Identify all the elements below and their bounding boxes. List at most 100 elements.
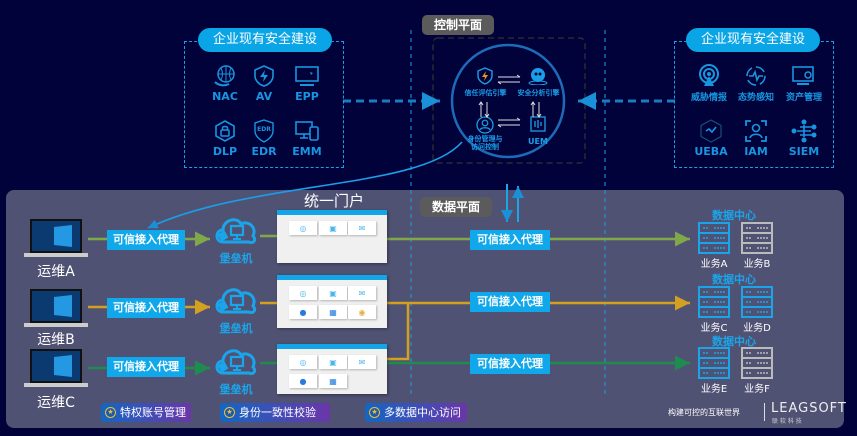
pulse-icon <box>746 66 766 86</box>
feature-identity-consistency: ★ 身份一致性校验 <box>220 403 330 422</box>
right-security-title: 企业现有安全建设 <box>686 28 820 52</box>
devices-icon <box>295 121 319 141</box>
app-tile-ie[interactable]: ◎ <box>289 355 317 369</box>
server-label: 业务F <box>744 384 770 395</box>
server-0 <box>698 222 730 258</box>
uem-icon <box>530 116 546 132</box>
app-tile-mail[interactable]: ✉ <box>348 355 376 369</box>
tool-label: NAC <box>212 90 238 103</box>
operator-row-a <box>24 217 88 263</box>
tool-label: EMM <box>292 145 322 158</box>
feature-multi-datacenter: ★多数据中心访问 <box>365 403 467 422</box>
star-icon: ★ <box>369 407 380 418</box>
server-label: 业务E <box>700 384 728 395</box>
operator-label-c: 运维C <box>37 395 75 411</box>
tool-label: SIEM <box>788 145 820 158</box>
identity-access-label: 身份管理与 访问控制 <box>460 135 510 151</box>
app-tile-grid[interactable]: ▦ <box>319 305 347 319</box>
app-tile-outlook[interactable]: ▣ <box>319 286 347 300</box>
datacenter-title-3: 数据中心 <box>712 335 756 348</box>
feature-privileged-account: ★特权账号管理 <box>101 403 191 422</box>
operator-row-b <box>24 287 88 333</box>
app-tile-outlook[interactable]: ▣ <box>319 221 347 235</box>
dp-proxy-a: 可信接入代理 <box>470 230 550 250</box>
control-to-proxy-curve <box>147 141 463 229</box>
star-icon: ★ <box>224 407 235 418</box>
identity-access <box>470 116 500 138</box>
bastion-host-c <box>213 343 259 383</box>
app-tile-mail[interactable]: ✉ <box>348 286 376 300</box>
server-2 <box>698 286 730 322</box>
user-circle-icon <box>476 116 494 134</box>
analysis-engine <box>523 67 553 89</box>
tool-dlp: DLP <box>202 119 248 158</box>
app-tile-cloud[interactable]: ● <box>289 374 317 388</box>
operator-label-b: 运维B <box>37 332 75 348</box>
tool-edr: EDR EDR <box>241 119 287 158</box>
identity-label-line2: 访问控制 <box>471 143 499 151</box>
laptop-icon <box>24 349 88 387</box>
trust-engine-label: 信任评估引擎 <box>464 89 507 97</box>
cloud-monitor-icon <box>215 349 257 375</box>
app-tile-ie[interactable]: ◎ <box>289 286 317 300</box>
tool-label: EPP <box>295 90 319 103</box>
app-tile-ie[interactable]: ◎ <box>289 221 317 235</box>
server-rack-icon <box>698 286 730 318</box>
globe-hand-icon <box>214 65 235 87</box>
brand-logo: LEAGSOFT <box>771 401 847 416</box>
server-rack-icon <box>698 347 730 379</box>
brand-cn: 联 软 科 技 <box>772 418 802 425</box>
app-tile-badge[interactable]: ◉ <box>348 305 376 319</box>
lock-hexagon-icon <box>215 120 235 142</box>
server-5 <box>741 347 773 383</box>
server-rack-icon <box>741 286 773 318</box>
control-ring <box>450 43 566 159</box>
tool-nac: NAC <box>202 64 248 103</box>
bastion-label-b: 堡垒机 <box>219 322 253 335</box>
tool-label: IAM <box>744 145 768 158</box>
server-label: 业务A <box>700 259 728 270</box>
app-tile-cloud[interactable]: ● <box>289 305 317 319</box>
tool-label: 威胁情报 <box>690 93 727 103</box>
proxy-a: 可信接入代理 <box>107 230 185 250</box>
app-tile-mail[interactable]: ✉ <box>348 221 376 235</box>
tool-ueba: UEBA <box>688 119 734 158</box>
slogan: 构建可控的互联世界 <box>668 408 740 417</box>
uem-label: UEM <box>528 137 548 146</box>
control-plane-label: 控制平面 <box>422 15 494 35</box>
dp-proxy-b: 可信接入代理 <box>470 292 550 312</box>
operator-label-a: 运维A <box>37 264 75 280</box>
server-rack-icon <box>741 222 773 254</box>
proxy-b: 可信接入代理 <box>107 298 185 318</box>
bastion-host-b <box>213 282 259 322</box>
cloud-monitor-icon <box>215 218 257 244</box>
tool-label: DLP <box>212 145 238 158</box>
monitor-icon <box>295 66 319 86</box>
app-tile-outlook[interactable]: ▣ <box>319 355 347 369</box>
data-plane-label: 数据平面 <box>420 197 492 217</box>
identity-label-line1: 身份管理与 <box>467 135 503 143</box>
operator-row-c <box>24 347 88 393</box>
vertical-exchange-icon <box>478 101 542 118</box>
proxy-c: 可信接入代理 <box>107 357 185 377</box>
svg-text:EDR: EDR <box>257 126 271 133</box>
app-tile-grid[interactable]: ▦ <box>319 374 347 388</box>
server-label: 业务C <box>700 323 728 334</box>
feature-label: 身份一致性校验 <box>239 406 316 419</box>
edr-shield-icon: EDR <box>254 119 274 143</box>
datacenter-title-1: 数据中心 <box>712 209 756 222</box>
cloud-monitor-icon <box>215 288 257 314</box>
bastion-label-c: 堡垒机 <box>219 383 253 396</box>
tool-label: 资产管理 <box>785 93 822 103</box>
shield-bolt-icon <box>477 67 493 85</box>
tool-siem: SIEM <box>781 119 827 158</box>
server-3 <box>741 286 773 322</box>
tool-epp: EPP <box>284 64 330 103</box>
analysis-engine-label: 安全分析引擎 <box>517 89 560 97</box>
tool-label: EDR <box>251 145 277 158</box>
portal-titlebar <box>277 275 387 280</box>
control-plane-box <box>432 37 586 164</box>
portal-titlebar <box>277 344 387 349</box>
network-nodes-icon <box>791 119 817 143</box>
